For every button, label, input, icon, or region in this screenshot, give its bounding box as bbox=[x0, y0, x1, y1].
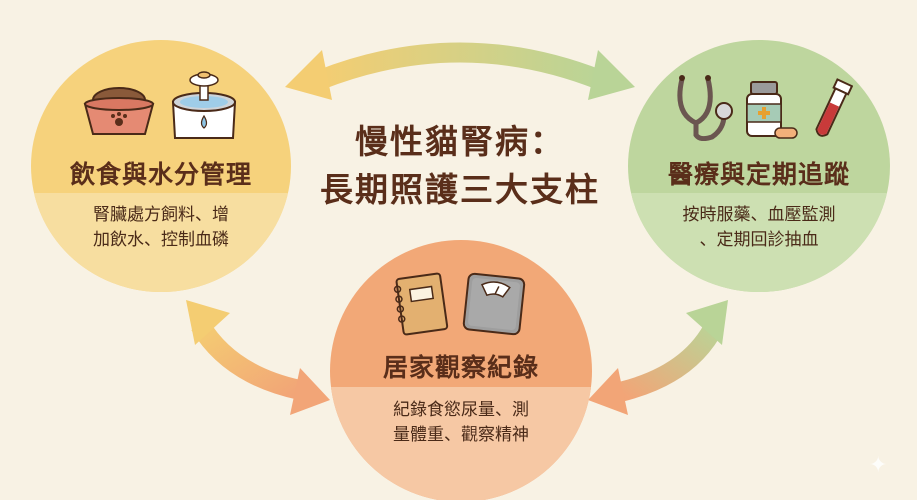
pillar-medical: 醫療與定期追蹤 按時服藥、血壓監測 、定期回診抽血 bbox=[628, 40, 890, 292]
pillar-medical-title: 醫療與定期追蹤 bbox=[667, 160, 850, 189]
pillar-home-title: 居家觀察紀錄 bbox=[382, 353, 539, 382]
pillar-medical-desc-line1: 按時服藥、血壓監測 bbox=[682, 205, 836, 225]
weight-scale-icon bbox=[462, 272, 526, 336]
pillar-medical-desc-line2: 、定期回診抽血 bbox=[699, 230, 819, 250]
pillar-home-band bbox=[330, 387, 592, 500]
pillar-diet: 飲食與水分管理 腎臟處方飼料、增 加飲水、控制血磷 bbox=[31, 40, 291, 292]
pillar-home-desc: 紀錄食慾尿量、測 量體重、觀察精神 bbox=[330, 398, 592, 448]
pillar-diet-band bbox=[31, 193, 291, 292]
medicine-bottle-icon bbox=[746, 81, 798, 139]
left-double-arrow bbox=[186, 300, 330, 415]
stethoscope-icon bbox=[677, 75, 733, 141]
food-bowl-icon bbox=[83, 87, 155, 135]
main-title: 慢性貓腎病： 長期照護三大支柱 bbox=[290, 118, 630, 214]
pillar-diet-desc-line1: 腎臟處方飼料、增 bbox=[93, 205, 229, 225]
sparkle-icon: ✦ bbox=[869, 453, 888, 478]
blood-test-tube-icon bbox=[815, 78, 853, 137]
top-double-arrow bbox=[285, 42, 635, 100]
main-title-line2: 長期照護三大支柱 bbox=[320, 170, 600, 209]
pillar-medical-band bbox=[628, 193, 890, 292]
water-fountain-icon bbox=[171, 71, 237, 139]
pillar-home-desc-line2: 量體重、觀察精神 bbox=[393, 425, 529, 445]
notebook-icon bbox=[393, 272, 449, 336]
pillar-home: 居家觀察紀錄 紀錄食慾尿量、測 量體重、觀察精神 bbox=[330, 240, 592, 500]
pillar-diet-title: 飲食與水分管理 bbox=[69, 160, 252, 189]
right-double-arrow bbox=[588, 300, 728, 415]
pillar-diet-desc-line2: 加飲水、控制血磷 bbox=[93, 230, 229, 250]
pillar-diet-desc: 腎臟處方飼料、增 加飲水、控制血磷 bbox=[31, 203, 291, 253]
pillar-home-desc-line1: 紀錄食慾尿量、測 bbox=[393, 400, 529, 420]
pillar-medical-desc: 按時服藥、血壓監測 、定期回診抽血 bbox=[628, 203, 890, 253]
main-title-line1: 慢性貓腎病： bbox=[355, 122, 565, 161]
